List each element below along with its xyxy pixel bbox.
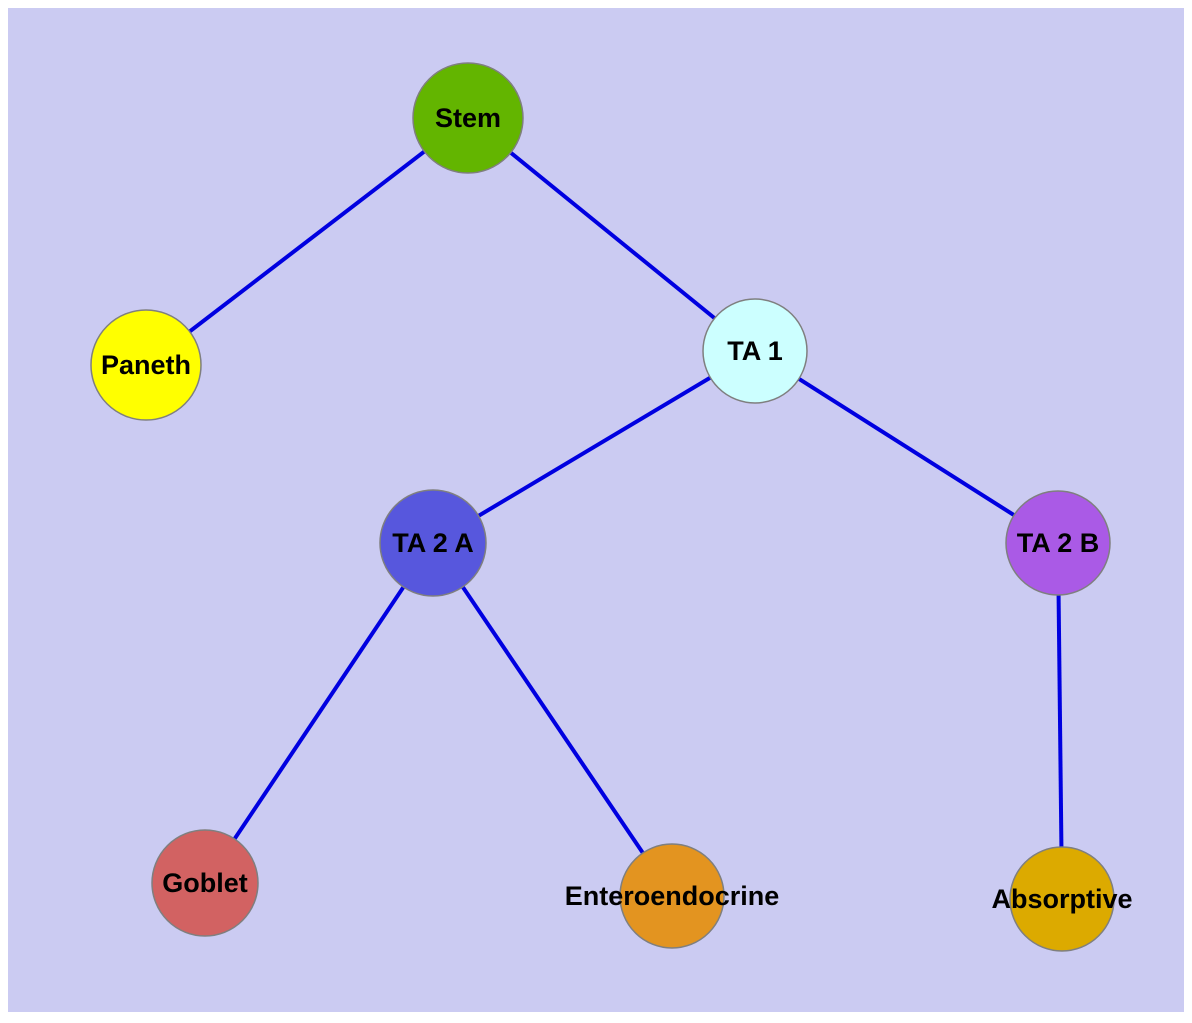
node-absorptive: Absorptive (991, 846, 1133, 952)
edge-stem-paneth (144, 116, 470, 367)
node-stem: Stem (412, 62, 524, 174)
edge-layer (144, 116, 1064, 900)
edge-ta2a-enteroendocrine (431, 541, 674, 898)
node-label-absorptive: Absorptive (991, 884, 1132, 914)
node-ta2b: TA 2 B (1005, 490, 1111, 596)
node-label-goblet: Goblet (162, 868, 248, 898)
node-circle-absorptive (1009, 846, 1115, 952)
edge-ta1-ta2a (431, 349, 757, 545)
node-circle-paneth (90, 309, 202, 421)
node-goblet: Goblet (151, 829, 259, 937)
node-ta2a: TA 2 A (379, 489, 487, 597)
node-label-ta2b: TA 2 B (1017, 528, 1100, 558)
node-enteroendocrine: Enteroendocrine (565, 843, 780, 949)
node-circle-ta2b (1005, 490, 1111, 596)
edge-ta1-ta2b (753, 349, 1060, 545)
node-circle-ta1 (702, 298, 808, 404)
edge-stem-ta1 (466, 116, 757, 353)
node-circle-goblet (151, 829, 259, 937)
node-label-ta2a: TA 2 A (392, 528, 474, 558)
node-paneth: Paneth (90, 309, 202, 421)
node-circle-ta2a (379, 489, 487, 597)
node-circle-enteroendocrine (619, 843, 725, 949)
node-ta1: TA 1 (702, 298, 808, 404)
node-label-ta1: TA 1 (727, 336, 783, 366)
edge-ta2b-absorptive (1056, 542, 1064, 900)
node-label-stem: Stem (435, 103, 501, 133)
node-label-enteroendocrine: Enteroendocrine (565, 881, 780, 911)
edge-ta2a-goblet (203, 541, 435, 885)
node-circle-stem (412, 62, 524, 174)
node-label-paneth: Paneth (101, 350, 191, 380)
